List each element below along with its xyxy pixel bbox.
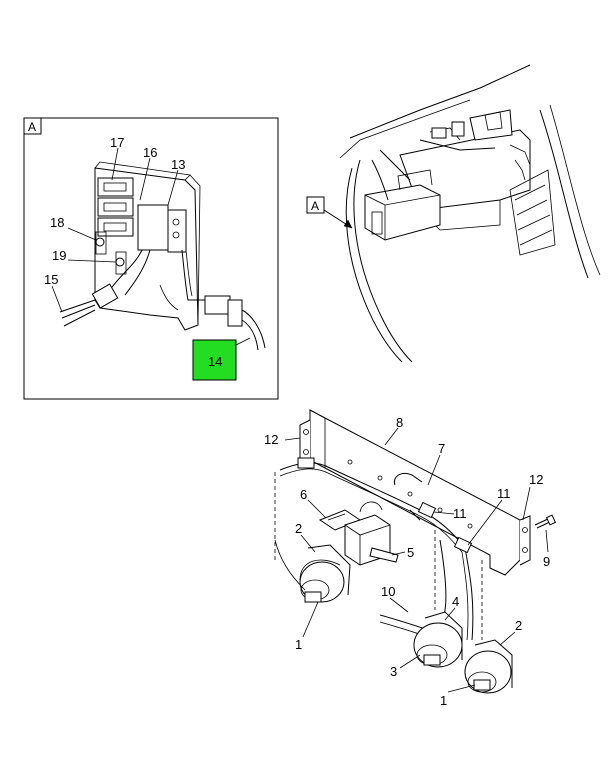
callout-13: 13 bbox=[171, 157, 185, 172]
view-ref-letter: A bbox=[311, 199, 319, 213]
callout-15: 15 bbox=[44, 272, 58, 287]
horn-middle bbox=[413, 611, 463, 668]
horn-left bbox=[274, 539, 351, 603]
callout-7: 7 bbox=[438, 441, 445, 456]
callout-1-right: 1 bbox=[440, 693, 447, 708]
inset-letter-box bbox=[23, 117, 42, 135]
callout-11-right: 11 bbox=[497, 486, 511, 501]
horn-right bbox=[464, 639, 513, 694]
horn-bracket-assembly: 12 8 7 6 11 11 12 2 5 9 10 4 2 3 1 1 bbox=[264, 409, 557, 708]
inset-frame bbox=[23, 117, 279, 400]
callout-2-right: 2 bbox=[515, 618, 522, 633]
control-module bbox=[59, 161, 266, 351]
callout-17: 17 bbox=[110, 135, 124, 150]
callout-11-middle: 11 bbox=[453, 506, 467, 521]
callout-9: 9 bbox=[543, 554, 550, 569]
callout-12-right: 12 bbox=[529, 472, 543, 487]
cab-location-view: A bbox=[306, 64, 601, 363]
callout-2-left: 2 bbox=[295, 521, 302, 536]
callout-5: 5 bbox=[407, 545, 414, 560]
callout-18: 18 bbox=[50, 215, 64, 230]
callout-14: 14 bbox=[208, 354, 222, 369]
highlight-box-14 bbox=[192, 339, 237, 381]
callout-10: 10 bbox=[381, 584, 395, 599]
detail-inset-a: A bbox=[23, 117, 279, 400]
callout-6: 6 bbox=[300, 487, 307, 502]
bracket-bar bbox=[309, 409, 521, 576]
callout-4: 4 bbox=[452, 594, 459, 609]
callout-19: 19 bbox=[52, 248, 66, 263]
view-ref-box bbox=[306, 196, 325, 214]
callout-8: 8 bbox=[396, 415, 403, 430]
callout-12-left: 12 bbox=[264, 432, 278, 447]
inset-letter: A bbox=[28, 120, 36, 134]
callout-1-left: 1 bbox=[295, 637, 302, 652]
callout-16: 16 bbox=[143, 145, 157, 160]
callout-3: 3 bbox=[390, 664, 397, 679]
